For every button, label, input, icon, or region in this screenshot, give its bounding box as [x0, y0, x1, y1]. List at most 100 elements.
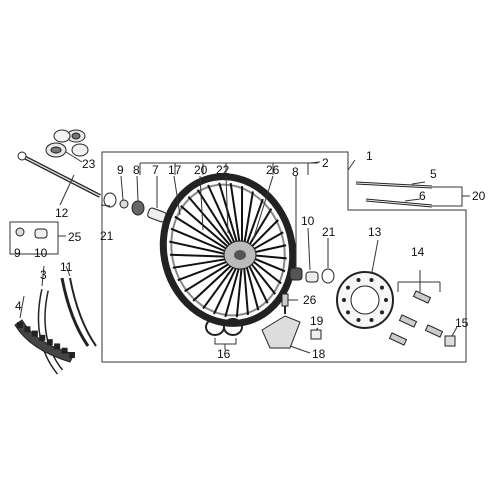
tube-3-inner: [39, 289, 62, 374]
label-20b: 20: [472, 189, 486, 203]
label-10b: 10: [34, 246, 48, 260]
wheel-spoke: [207, 184, 238, 248]
label-13: 13: [368, 225, 382, 239]
label-26a: 26: [266, 163, 280, 177]
label-6: 6: [419, 189, 426, 203]
wheel-spoke: [202, 262, 237, 310]
axle-12: [17, 151, 101, 198]
wheel-spoke: [235, 263, 243, 318]
wheel-spoke: [196, 189, 236, 249]
label-1: 1: [366, 149, 373, 163]
tire-knob: [69, 352, 75, 358]
label-18: 18: [312, 347, 326, 361]
wheel-spoke: [247, 259, 277, 295]
tire-knob: [46, 339, 53, 346]
bracket-2: [139, 162, 318, 175]
disc-hole: [342, 298, 346, 302]
wheel-spoke: [172, 257, 231, 269]
tire-4: [14, 319, 75, 363]
disc-hole: [346, 285, 351, 290]
rim-strips-16: [205, 318, 243, 336]
wheel-spoke: [184, 260, 234, 293]
wheel-spoke: [244, 262, 260, 311]
label-17: 17: [168, 163, 182, 177]
label-3: 3: [40, 268, 47, 282]
wheel-spoke: [213, 263, 239, 315]
bracket-16: [214, 338, 237, 350]
seal-21-left: [103, 192, 117, 208]
part-labels: 1 2 3 4 5 6 7 8 8 9 9 10 10 11 12 13 14 …: [14, 149, 486, 361]
label-15: 15: [455, 316, 469, 330]
label-5: 5: [430, 167, 437, 181]
wheel-spoke: [177, 259, 233, 282]
bracket-14: [397, 270, 441, 292]
label-21a: 21: [100, 229, 114, 243]
label-14: 14: [411, 245, 425, 259]
group-25-frame: [9, 221, 59, 255]
tire-knob: [61, 347, 68, 354]
spoke-5: [355, 181, 433, 189]
wheel-spoke: [192, 261, 236, 302]
disc-hole: [369, 317, 374, 322]
disc-hole: [384, 298, 388, 302]
label-8b: 8: [292, 165, 299, 179]
label-4: 4: [15, 299, 22, 313]
bracket-20: [430, 186, 470, 207]
tire-knob: [39, 334, 46, 341]
label-19: 19: [310, 314, 324, 328]
wheel-17: [159, 173, 297, 327]
spoke-6: [365, 198, 433, 208]
disc-hole: [356, 317, 361, 322]
wheel-spoke: [229, 183, 241, 247]
wheel-spoke: [224, 263, 241, 318]
spacer-9-kit: [15, 227, 25, 237]
label-10a: 10: [301, 214, 315, 228]
tire-knob: [54, 343, 61, 350]
valve-26: [281, 293, 289, 314]
bearing-8-right: [289, 267, 303, 281]
label-7: 7: [152, 163, 159, 177]
label-22: 22: [216, 163, 230, 177]
label-2: 2: [322, 156, 329, 170]
label-12: 12: [55, 206, 69, 220]
label-26b: 26: [303, 293, 317, 307]
disc-hole: [369, 278, 374, 283]
nut-15: [444, 335, 456, 347]
label-11: 11: [60, 260, 73, 274]
spacer-9: [119, 199, 129, 209]
spacer-10-right: [305, 271, 319, 283]
label-20a: 20: [194, 163, 208, 177]
tire-knob: [24, 326, 31, 333]
disc-hole: [346, 310, 351, 315]
rim-tape-11-b: [69, 277, 97, 347]
spacer-10-kit: [34, 228, 48, 239]
assembly-frame: [101, 151, 467, 363]
wheel-spoke: [246, 208, 273, 250]
wheel-spoke: [248, 257, 282, 285]
label-23: 23: [82, 157, 96, 171]
wheel-spoke: [169, 240, 231, 256]
wheel-spoke: [244, 198, 264, 248]
label-9b: 9: [14, 246, 21, 260]
disc-hole: [379, 285, 384, 290]
wheel-spoke: [170, 227, 231, 255]
nut-19: [310, 329, 322, 340]
disc-hole: [379, 310, 384, 315]
wheel-spoke: [169, 253, 231, 258]
wheel-spoke: [248, 231, 284, 253]
leader-lines: [19, 151, 458, 354]
tire-knob: [31, 330, 38, 337]
disc-hole: [356, 278, 361, 283]
seal-21-right: [321, 268, 335, 284]
label-16: 16: [217, 347, 231, 361]
wheel-spoke: [242, 191, 254, 247]
brake-disc-13: [336, 271, 394, 329]
disc-guard-18: [261, 315, 301, 349]
label-8a: 8: [133, 163, 140, 177]
rim-tape-11: [60, 277, 90, 347]
wheel-spoke: [247, 219, 279, 251]
wheel-spoke: [174, 215, 232, 253]
tire-knob: [17, 322, 23, 328]
